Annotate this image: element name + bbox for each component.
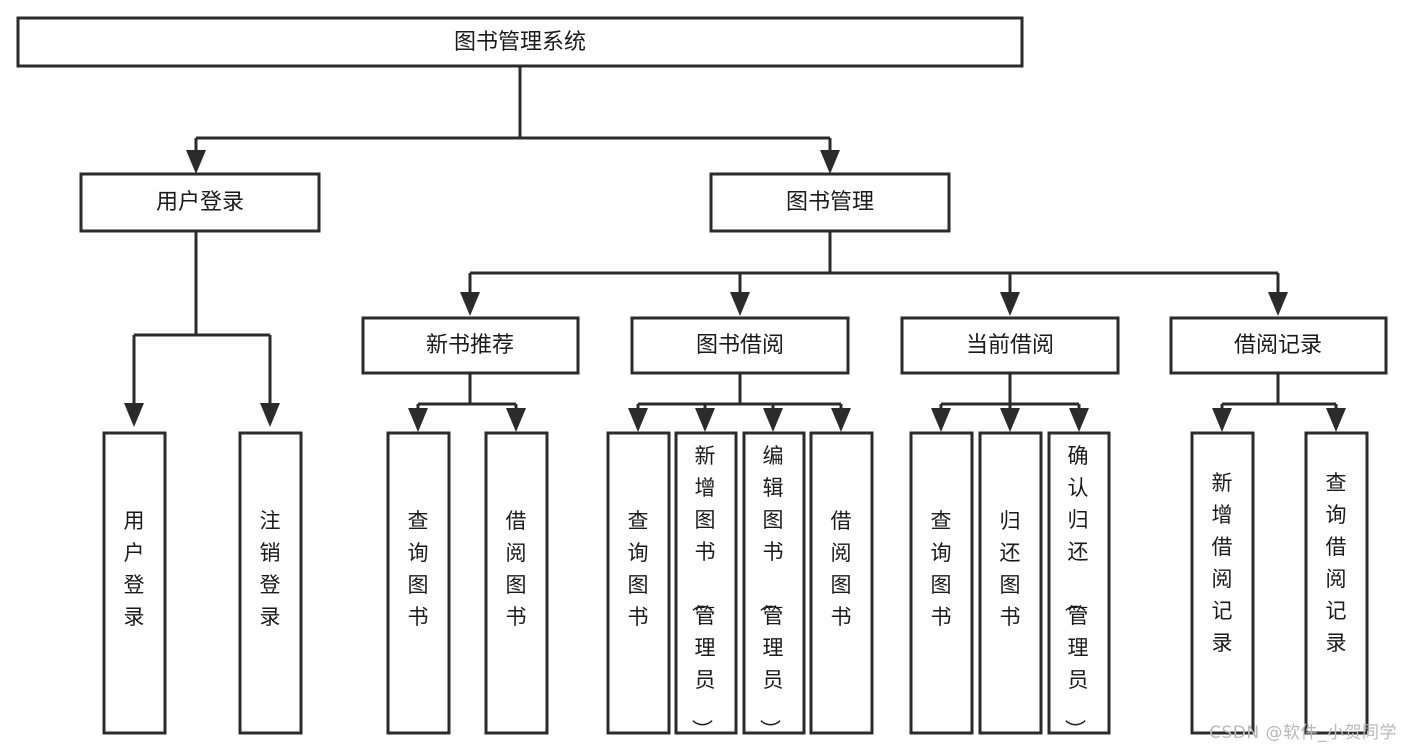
node-leaf-query-book-2-box[interactable] [606, 431, 671, 735]
node-book-manage-label: 图书管理 [786, 190, 874, 215]
node-borrow-record-label: 借阅记录 [1234, 333, 1322, 358]
node-leaf-query-record[interactable]: 查询借阅记录 [1304, 431, 1369, 735]
arrowhead-leaf-borrow-book-1 [506, 408, 526, 432]
arrowhead-current-borrow [1000, 292, 1020, 316]
arrowhead-book-borrow [730, 292, 750, 316]
arrowhead-leaf-query-book-1 [408, 408, 428, 432]
node-leaf-borrow-book-2-label: 借阅图书 [831, 509, 852, 629]
node-new-book-recommend-label: 新书推荐 [426, 333, 514, 358]
node-root[interactable]: 图书管理系统 [16, 16, 1024, 68]
arrowhead-leaf-logout-login [260, 403, 280, 427]
arrowhead-leaf-add-book [695, 408, 715, 432]
node-leaf-borrow-book-2[interactable]: 借阅图书 [809, 431, 874, 735]
node-current-borrow-label: 当前借阅 [966, 333, 1054, 358]
node-leaf-user-login-box[interactable] [102, 431, 167, 735]
arrowhead-leaf-user-login [124, 403, 144, 427]
node-leaf-query-record-label: 查询借阅记录 [1326, 471, 1347, 655]
node-borrow-record-box[interactable] [1169, 316, 1388, 375]
node-leaf-query-book-1[interactable]: 查询图书 [386, 431, 451, 735]
arrowhead-book-manage [820, 150, 840, 174]
arrowhead-leaf-confirm-return [1069, 408, 1089, 432]
connector-group-current-borrow-to-leaves [931, 373, 1089, 432]
node-new-book-recommend[interactable]: 新书推荐 [361, 316, 580, 375]
arrowhead-leaf-add-record [1212, 408, 1232, 432]
node-leaf-logout-login-label: 注销登录 [260, 509, 281, 629]
node-leaf-borrow-book-2-box[interactable] [809, 431, 874, 735]
node-leaf-query-book-3-box[interactable] [909, 431, 974, 735]
arrowhead-leaf-borrow-book-2 [831, 408, 851, 432]
node-leaf-confirm-return-label: 确认归还（管理员） [1063, 444, 1089, 740]
connector-group-book-borrow-to-leaves [628, 373, 851, 432]
arrowhead-user-login [186, 150, 206, 174]
node-leaf-edit-book-box[interactable] [742, 431, 806, 735]
node-leaf-query-book-3-label: 查询图书 [931, 509, 952, 629]
node-book-borrow-label: 图书借阅 [696, 333, 784, 358]
node-borrow-record[interactable]: 借阅记录 [1169, 316, 1388, 375]
node-leaf-return-book-box[interactable] [978, 431, 1043, 735]
node-book-manage[interactable]: 图书管理 [709, 172, 951, 233]
node-leaf-query-book-1-box[interactable] [386, 431, 451, 735]
node-root-label: 图书管理系统 [454, 30, 586, 55]
node-leaf-add-record[interactable]: 新增借阅记录 [1190, 431, 1255, 735]
node-leaf-return-book[interactable]: 归还图书 [978, 431, 1043, 735]
node-current-borrow-box[interactable] [900, 316, 1120, 375]
arrowhead-leaf-return-book [1000, 408, 1020, 432]
connector-group-book-manage-to-level3 [460, 231, 1288, 316]
node-leaf-query-book-2[interactable]: 查询图书 [606, 431, 671, 735]
connector-group-new-book-recommend-to-leaves [408, 373, 526, 432]
node-leaf-edit-book-label: 编辑图书（管理员） [758, 444, 784, 740]
node-leaf-add-record-box[interactable] [1190, 431, 1255, 735]
connector-group-root-to-level2 [186, 66, 840, 174]
arrowhead-borrow-record [1268, 292, 1288, 316]
node-leaf-user-login-label: 用户登录 [124, 509, 145, 629]
connector-group-user-login-to-leaves [124, 231, 280, 427]
node-book-manage-box[interactable] [709, 172, 951, 233]
node-leaf-confirm-return[interactable]: 确认归还（管理员） [1047, 431, 1111, 740]
arrowhead-leaf-edit-book [763, 408, 783, 432]
arrowhead-leaf-query-record [1326, 408, 1346, 432]
node-leaf-query-record-box[interactable] [1304, 431, 1369, 735]
node-leaf-logout-login-box[interactable] [238, 431, 303, 735]
node-user-login-box[interactable] [79, 172, 321, 233]
node-leaf-add-book-label: 新增图书（管理员） [690, 444, 716, 740]
arrowhead-leaf-query-book-3 [931, 408, 951, 432]
node-leaf-borrow-book-1-box[interactable] [484, 431, 549, 735]
node-leaf-add-book[interactable]: 新增图书（管理员） [674, 431, 738, 740]
node-leaf-query-book-3[interactable]: 查询图书 [909, 431, 974, 735]
node-root-box[interactable] [16, 16, 1024, 68]
node-leaf-add-record-label: 新增借阅记录 [1212, 471, 1233, 655]
node-user-login-label: 用户登录 [156, 190, 244, 215]
node-leaf-confirm-return-box[interactable] [1047, 431, 1111, 735]
arrowhead-new-book-recommend [460, 292, 480, 316]
node-leaf-user-login[interactable]: 用户登录 [102, 431, 167, 735]
node-leaf-edit-book[interactable]: 编辑图书（管理员） [742, 431, 806, 740]
node-leaf-borrow-book-1[interactable]: 借阅图书 [484, 431, 549, 735]
node-book-borrow-box[interactable] [630, 316, 850, 375]
node-book-borrow[interactable]: 图书借阅 [630, 316, 850, 375]
connector-group-borrow-record-to-leaves [1212, 373, 1346, 432]
node-leaf-borrow-book-1-label: 借阅图书 [506, 509, 527, 629]
node-leaf-logout-login[interactable]: 注销登录 [238, 431, 303, 735]
node-current-borrow[interactable]: 当前借阅 [900, 316, 1120, 375]
node-leaf-return-book-label: 归还图书 [1000, 509, 1021, 629]
node-leaf-query-book-2-label: 查询图书 [628, 509, 649, 629]
node-leaf-query-book-1-label: 查询图书 [408, 509, 429, 629]
node-leaf-add-book-box[interactable] [674, 431, 738, 735]
arrowhead-leaf-query-book-2 [628, 408, 648, 432]
node-user-login[interactable]: 用户登录 [79, 172, 321, 233]
node-new-book-recommend-box[interactable] [361, 316, 580, 375]
